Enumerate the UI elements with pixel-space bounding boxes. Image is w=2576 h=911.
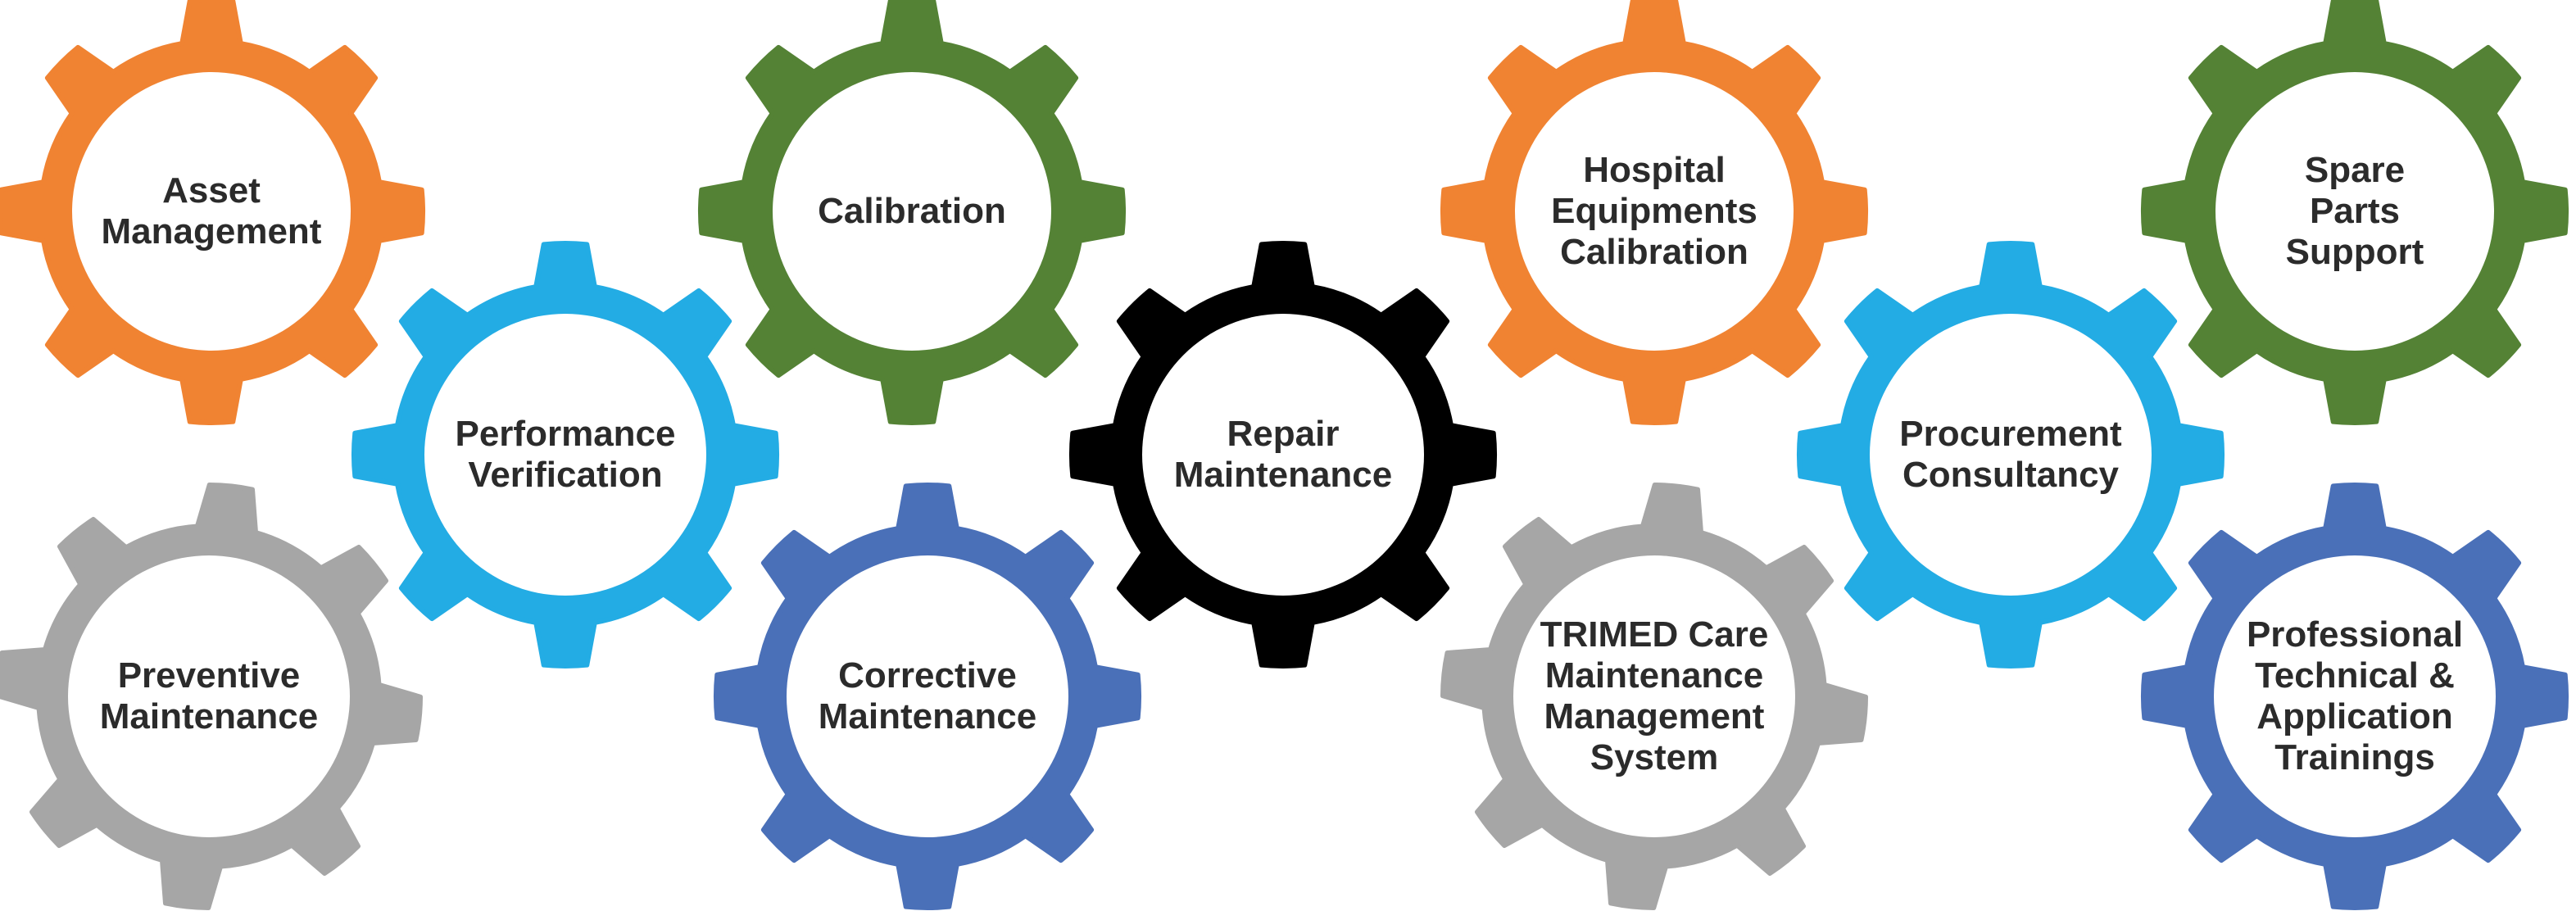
gear-asset-management <box>0 0 426 426</box>
gear-hub-preventive-maintenance <box>68 555 350 837</box>
gear-preventive-maintenance <box>0 483 423 910</box>
gear-hub-calibration <box>773 72 1051 351</box>
gear-hub-trimed-care <box>1513 555 1795 837</box>
gear-hub-hospital-equipments-calibration <box>1515 72 1794 351</box>
gear-hub-spare-parts-support <box>2215 72 2494 351</box>
gear-hub-professional-trainings <box>2214 555 2496 837</box>
gear-hub-procurement-consultancy <box>1870 314 2152 596</box>
gear-professional-trainings <box>2140 482 2569 911</box>
gear-hub-corrective-maintenance <box>787 555 1068 837</box>
gear-hub-repair-maintenance <box>1142 314 1424 596</box>
gear-hub-performance-verification <box>424 314 706 596</box>
gear-corrective-maintenance <box>713 482 1142 911</box>
gear-performance-verification <box>351 240 780 669</box>
gear-hospital-equipments-calibration <box>1440 0 1869 426</box>
gear-repair-maintenance <box>1068 240 1498 669</box>
gear-procurement-consultancy <box>1796 240 2225 669</box>
gear-spare-parts-support <box>2140 0 2569 426</box>
gear-calibration <box>697 0 1127 426</box>
gear-trimed-care <box>1440 483 1868 910</box>
gear-hub-asset-management <box>72 72 351 351</box>
